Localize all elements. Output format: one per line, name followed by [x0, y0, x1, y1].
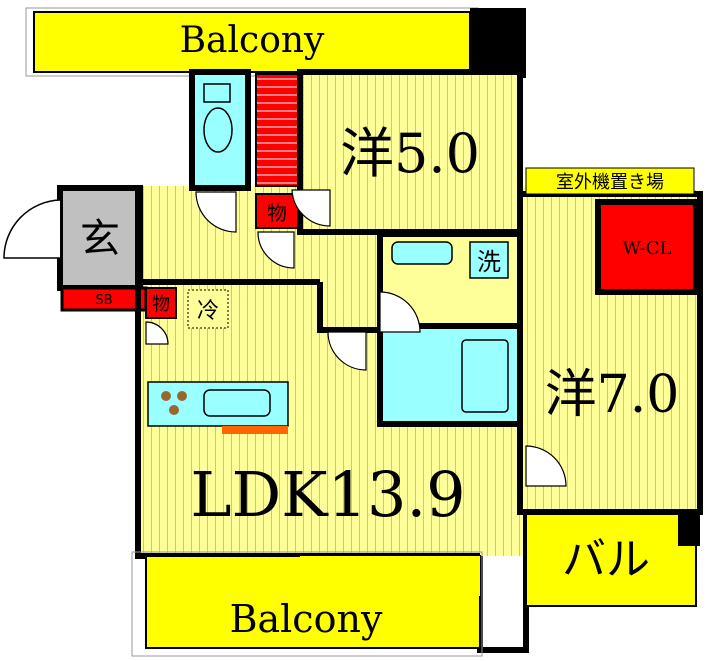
- laundry-label: 洗: [477, 248, 501, 276]
- bathtub: [461, 339, 509, 413]
- shoe-box-label: SB: [95, 293, 112, 308]
- room-ldk-label: LDK13.9: [190, 458, 465, 531]
- balcony-bottom-label: Balcony: [230, 597, 383, 641]
- room-western-7-label: 洋7.0: [545, 365, 680, 425]
- storage-1-label: 物: [267, 201, 287, 225]
- walk-in-closet-label: W-CL: [623, 238, 672, 259]
- side-balcony: [525, 513, 697, 607]
- laundry-icon-box: [469, 241, 509, 279]
- balcony-top: [33, 11, 471, 73]
- closet-red-top: [255, 73, 299, 187]
- door-swings: [145, 189, 567, 487]
- storage-1: [255, 193, 299, 229]
- wall-block-right: [678, 514, 700, 546]
- stove-burner-3: [169, 405, 179, 415]
- fridge-label: 冷: [197, 299, 219, 324]
- wall-column: [470, 8, 526, 78]
- outdoor-unit-space: [525, 167, 695, 195]
- outdoor-unit-label: 室外機置き場: [556, 172, 664, 193]
- fridge-space: [187, 289, 229, 329]
- side-balcony-label: バル: [562, 534, 650, 585]
- storage-2-label: 物: [152, 294, 170, 315]
- washbasin: [391, 241, 453, 265]
- room-western-5-label: 洋5.0: [340, 122, 480, 185]
- stove-burner-2: [177, 391, 187, 401]
- storage-2: [145, 287, 177, 319]
- toilet-icon: [203, 83, 231, 103]
- stove-burner-1: [161, 391, 171, 401]
- kitchen-sink: [203, 389, 271, 417]
- entrance-label: 玄: [80, 216, 120, 262]
- walk-in-closet: [595, 199, 699, 295]
- kitchen-hood: [222, 426, 288, 434]
- balcony-top-label: Balcony: [180, 20, 325, 61]
- entrance-door: [3, 199, 61, 259]
